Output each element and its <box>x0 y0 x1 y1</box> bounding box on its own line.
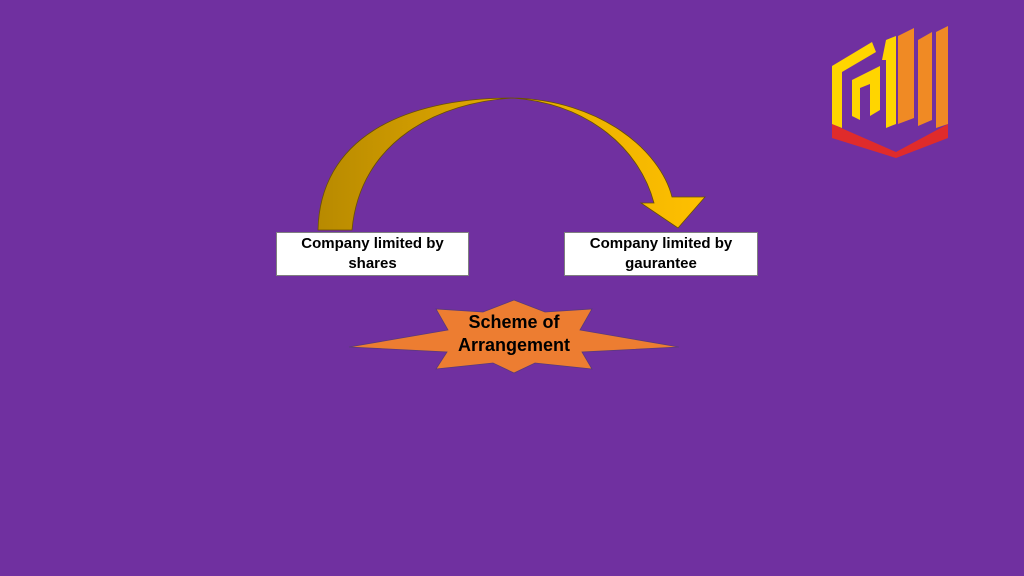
scheme-of-arrangement-label: Scheme of Arrangement <box>457 312 571 355</box>
scheme-star-shape <box>348 299 680 374</box>
node-company-limited-by-guarantee: Company limited by gaurantee <box>564 232 758 276</box>
node-company-limited-by-shares: Company limited by shares <box>276 232 469 276</box>
node-label: Company limited by shares <box>301 235 444 272</box>
brand-logo-icon <box>832 26 948 158</box>
node-label: Company limited by gaurantee <box>589 235 733 272</box>
curved-arrow <box>317 97 706 231</box>
